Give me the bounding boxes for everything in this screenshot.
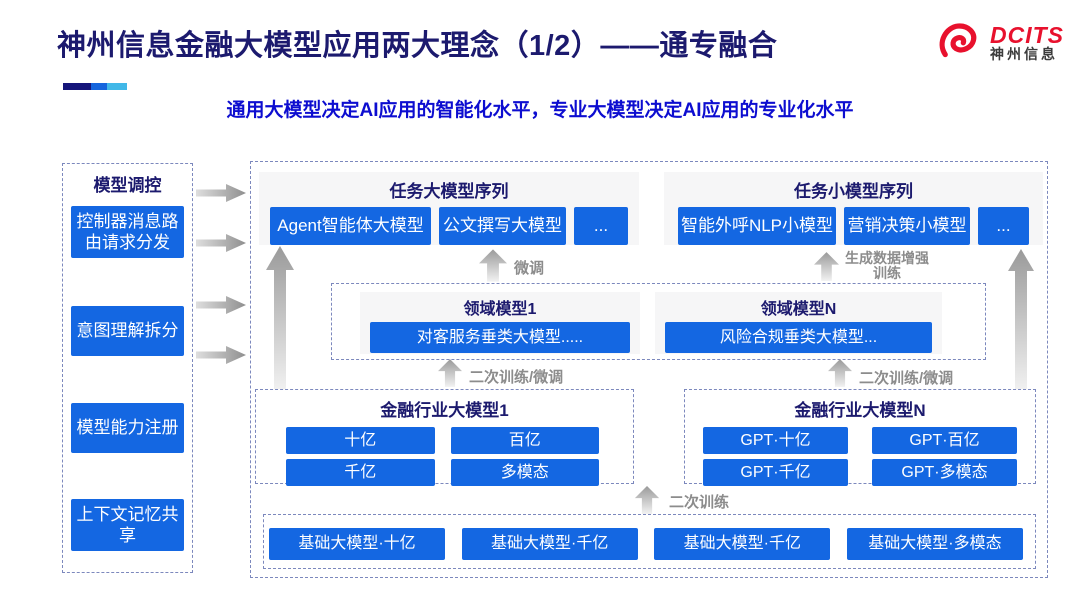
up-arrow-icon [634,486,660,514]
gen-data-label-line1: 生成数据增强 [845,250,929,266]
fin-model-1-title: 金融行业大模型1 [380,401,509,420]
dcits-logo: DCITS 神州信息 [932,18,1064,66]
chip-gpt-hundred-billion: GPT·千亿 [703,459,848,486]
sidebar-item-router: 控制器消息路由请求分发 [71,206,184,258]
domain-model-1-title: 领域模型1 [463,301,537,318]
up-arrow-tall-icon [1008,249,1034,392]
domain-models-panel: 领域模型1 对客服务垂类大模型..... 领域模型N 风险合规垂类大模型... [331,283,986,360]
up-arrow-icon [828,359,852,387]
chip-outbound-nlp-model: 智能外呼NLP小模型 [678,207,836,245]
chip-billion: 十亿 [286,427,435,454]
right-arrow-icon [196,296,246,314]
chip-hundred-billion: 千亿 [286,459,435,486]
domain-model-1-box: 领域模型1 对客服务垂类大模型..... [360,292,640,354]
chip-document-model: 公文撰写大模型 [439,207,566,245]
chip-gpt-multimodal: GPT·多模态 [872,459,1017,486]
logo-brand-cn: 神州信息 [990,45,1058,62]
chip-more-small-models: ... [978,207,1029,245]
task-small-title: 任务小模型序列 [794,182,913,201]
fin-model-n-box: 金融行业大模型N GPT·十亿 GPT·百亿 GPT·千亿 GPT·多模态 [684,389,1036,486]
retrain-finetune-left-label: 二次训练/微调 [469,369,564,386]
base-models-box: 基础大模型·十亿 基础大模型·千亿 基础大模型·千亿 基础大模型·多模态 [263,514,1036,569]
chip-base-hundred-billion-2: 基础大模型·千亿 [654,527,831,560]
task-small-model-box: 任务小模型序列 智能外呼NLP小模型 营销决策小模型 ... [664,172,1043,245]
chip-multimodal: 多模态 [450,459,599,486]
right-arrow-icon [196,234,246,252]
chip-gpt-billion: GPT·十亿 [703,427,848,454]
retrain-label: 二次训练 [669,494,730,511]
up-arrow-icon [814,252,839,281]
sidebar-model-control: 模型调控 控制器消息路由请求分发 意图理解拆分 模型能力注册 上下文记忆共享 [62,163,193,573]
retrain-finetune-right-label: 二次训练/微调 [859,370,954,387]
fin-model-n-title: 金融行业大模型N [794,401,926,420]
model-architecture-panel: 任务大模型序列 Agent智能体大模型 公文撰写大模型 ... 任务小模型序列 … [250,161,1048,578]
sidebar-item-context: 上下文记忆共享 [71,499,184,551]
fine-tune-label: 微调 [514,260,545,277]
chip-ten-billion: 百亿 [450,427,599,454]
right-arrow-icon [196,346,246,364]
domain-model-n-box: 领域模型N 风险合规垂类大模型... [655,292,942,354]
logo-brand-text: DCITS [990,21,1064,48]
chip-customer-service-model: 对客服务垂类大模型..... [370,322,630,353]
chip-gpt-ten-billion: GPT·百亿 [872,427,1017,454]
chip-more-large-models: ... [574,207,628,245]
sidebar-title: 模型调控 [93,176,162,195]
gen-data-label-line2: 训练 [873,265,901,282]
task-large-model-box: 任务大模型序列 Agent智能体大模型 公文撰写大模型 ... [259,172,639,245]
sidebar-item-intent: 意图理解拆分 [71,306,184,356]
sidebar-item-registry: 模型能力注册 [71,403,184,453]
chip-base-hundred-billion-1: 基础大模型·千亿 [461,527,638,560]
right-arrow-icon [196,184,246,202]
up-arrow-icon [438,359,462,387]
chip-risk-compliance-model: 风险合规垂类大模型... [665,322,932,353]
chip-agent-model: Agent智能体大模型 [270,207,431,245]
chip-base-billion: 基础大模型·十亿 [269,527,445,560]
up-arrow-icon [479,249,507,282]
task-large-title: 任务大模型序列 [389,182,509,201]
logo-swirl-icon [939,23,977,58]
up-arrow-tall-icon [266,246,294,392]
accent-bar [63,83,127,90]
chip-base-multimodal: 基础大模型·多模态 [846,527,1023,560]
slide-subtitle: 通用大模型决定AI应用的智能化水平，专业大模型决定AI应用的专业化水平 [226,100,854,121]
domain-model-n-title: 领域模型N [760,301,837,318]
fin-model-1-box: 金融行业大模型1 十亿 百亿 千亿 多模态 [255,389,634,486]
page-title: 神州信息金融大模型应用两大理念（1/2）——通专融合 [57,30,778,62]
chip-marketing-model: 营销决策小模型 [844,207,970,245]
